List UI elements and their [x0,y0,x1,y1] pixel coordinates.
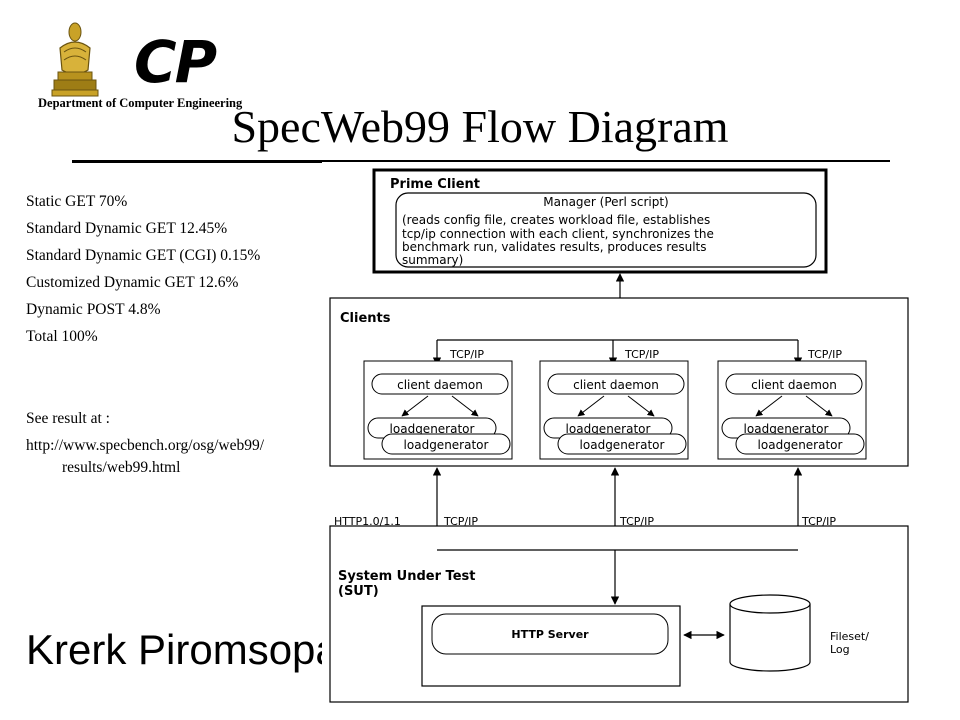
see-result-label: See result at : [26,410,110,427]
workload-list: Static GET 70% Standard Dynamic GET 12.4… [26,188,326,350]
client-daemon-label: client daemon [573,378,659,392]
specweb-flow-diagram: Prime Client Manager (Perl script) (read… [322,162,912,706]
manager-label: Manager (Perl script) [543,195,669,209]
logo-mark: CP [134,28,217,96]
manager-description-line: summary) [402,253,463,267]
workload-item: Total 100% [26,328,98,345]
manager-description-line: benchmark run, validates results, produc… [402,240,707,254]
loadgenerator-label: loadgenerator [390,422,475,436]
result-url-line1[interactable]: http://www.specbench.org/osg/web99/ [26,437,265,454]
page-title: SpecWeb99 Flow Diagram [231,101,729,152]
result-url-line2[interactable]: results/web99.html [62,459,181,476]
fileset-storage-icon [729,594,811,672]
network-tcpip-label: TCP/IP [801,515,836,528]
sut-box: System Under Test (SUT) HTTP Server File… [329,525,909,703]
network-tcpip-label: TCP/IP [443,515,478,528]
storage-label: Fileset/ [830,630,869,643]
clients-title: Clients [340,311,391,326]
department-name: Department of Computer Engineering [38,96,243,110]
loadgenerator-label: loadgenerator [404,438,489,452]
prime-client-box: Prime Client Manager (Perl script) (read… [372,168,828,274]
client-node: client daemon loadgenerator loadgenerato… [717,360,867,460]
loadgenerator-label: loadgenerator [566,422,651,436]
prime-client-title: Prime Client [390,177,480,192]
workload-item: Dynamic POST 4.8% [26,301,161,318]
tcpip-label: TCP/IP [624,348,659,361]
http-server-process [431,613,669,655]
title-divider [72,160,890,163]
manager-description-line: (reads config file, creates workload fil… [402,213,710,227]
clients-box: Clients TCP/IP TCP/IP TCP/IP client daem… [329,297,909,467]
sut-title: System Under Test [338,569,475,584]
author-name: Krerk Piromsopa [26,626,339,673]
workload-item: Standard Dynamic GET (CGI) 0.15% [26,247,261,264]
workload-item: Customized Dynamic GET 12.6% [26,274,239,291]
http-protocol-label: HTTP1.0/1.1 [334,515,401,528]
client-node: client daemon loadgenerator loadgenerato… [539,360,689,460]
result-reference: See result at : http://www.specbench.org… [26,405,336,477]
university-seal-icon [51,22,99,97]
workload-item: Static GET 70% [26,193,128,210]
loadgenerator-label: loadgenerator [744,422,829,436]
client-daemon-label: client daemon [751,378,837,392]
department-logo: CP Department of Computer Engineering [38,18,242,114]
network-tcpip-label: TCP/IP [619,515,654,528]
manager-box [395,192,817,268]
workload-item: Standard Dynamic GET 12.45% [26,220,228,237]
tcpip-label: TCP/IP [449,348,484,361]
http-server-label: HTTP Server [511,628,589,641]
sut-subtitle: (SUT) [338,584,379,599]
client-daemon-label: client daemon [397,378,483,392]
client-node: client daemon loadgenerator loadgenerato… [363,360,513,460]
loadgenerator-label: loadgenerator [580,438,665,452]
tcpip-label: TCP/IP [807,348,842,361]
loadgenerator-label: loadgenerator [758,438,843,452]
manager-description-line: tcp/ip connection with each client, sync… [402,227,714,241]
storage-label: Log [830,643,850,656]
